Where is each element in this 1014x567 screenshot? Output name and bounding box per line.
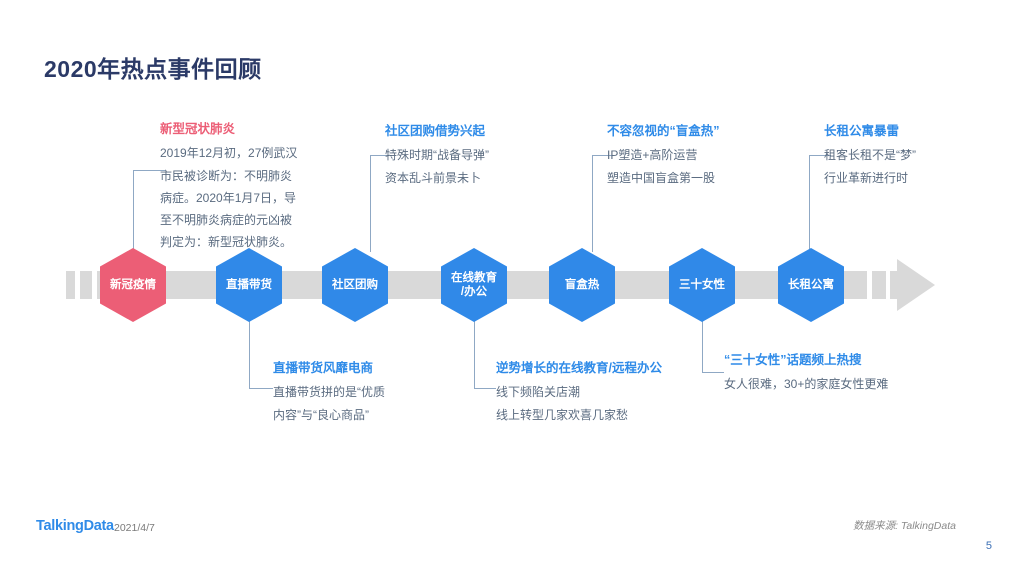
callout-line: 租客长租不是“梦” [824, 148, 916, 163]
timeline-node-label: 新冠疫情 [110, 278, 156, 291]
timeline-node-blind-box[interactable]: 盲盒热 [549, 248, 615, 322]
timeline-node-covid[interactable]: 新冠疫情 [100, 248, 166, 322]
timeline-node-label: 三十女性 [679, 278, 725, 291]
connector-bottom-2 [474, 320, 496, 390]
track-dash-1 [66, 271, 75, 299]
callout-line: IP塑造+高阶运营 [607, 148, 698, 163]
callout-line: 直播带货拼的是“优质 [273, 385, 385, 400]
callout-line: 线下频陷关店潮 [496, 385, 581, 400]
callout-bottom-thirty-women: “三十女性”话题频上热搜 女人很难，30+的家庭女性更难 [724, 351, 888, 396]
track-dash-7 [890, 271, 898, 299]
connector-top-4 [809, 155, 831, 252]
connector-top-3 [592, 155, 614, 252]
callout-title: 新型冠状肺炎 [160, 122, 236, 136]
page-title: 2020年热点事件回顾 [44, 56, 262, 82]
callout-bottom-livestream: 直播带货风靡电商 直播带货拼的是“优质 内容”与“良心商品” [273, 359, 385, 426]
talkingdata-logo: TalkingData [36, 518, 114, 534]
callout-top-community-group-buy: 社区团购借势兴起 特殊时期“战备导弹” 资本乱斗前景未卜 [385, 122, 489, 189]
callout-title: “三十女性”话题频上热搜 [724, 353, 862, 367]
timeline-node-community-group-buy[interactable]: 社区团购 [322, 248, 388, 322]
timeline-node-label-line1: 在线教育 [451, 271, 497, 284]
timeline-node-livestream[interactable]: 直播带货 [216, 248, 282, 322]
timeline-node-online-education[interactable]: 在线教育 /办公 [441, 248, 507, 322]
source-note: 数据来源: TalkingData [853, 520, 956, 532]
track-dash-6 [872, 271, 886, 299]
callout-title: 逆势增长的在线教育/远程办公 [496, 361, 662, 375]
callout-title: 长租公寓暴雷 [824, 124, 900, 138]
callout-title: 社区团购借势兴起 [385, 124, 486, 138]
callout-line: 2019年12月初，27例武汉 [160, 146, 298, 161]
callout-top-blind-box: 不容忽视的“盲盒热” IP塑造+高阶运营 塑造中国盲盒第一股 [607, 122, 720, 189]
callout-top-covid: 新型冠状肺炎 2019年12月初，27例武汉 市民被诊断为：不明肺炎 病症。20… [160, 120, 297, 253]
callout-top-long-rent-apartment: 长租公寓暴雷 租客长租不是“梦” 行业革新进行时 [824, 122, 916, 189]
timeline-node-label: 长租公寓 [788, 278, 834, 291]
footer-date: 2021/4/7 [114, 522, 155, 534]
callout-line: 女人很难，30+的家庭女性更难 [724, 377, 889, 392]
callout-line: 至不明肺炎病症的元凶被 [160, 212, 293, 227]
connector-top-2 [370, 155, 392, 252]
timeline-node-label-line2: /办公 [460, 286, 488, 298]
callout-line: 判定为：新型冠状肺炎。 [160, 235, 293, 250]
callout-line: 内容”与“良心商品” [273, 407, 369, 422]
callout-title: 不容忽视的“盲盒热” [607, 124, 720, 138]
timeline-node-label: 直播带货 [226, 278, 272, 291]
connector-bottom-3 [702, 320, 724, 374]
timeline-node-label: 社区团购 [332, 278, 378, 291]
connector-bottom-1 [249, 320, 273, 390]
callout-line: 塑造中国盲盒第一股 [607, 170, 716, 185]
track-dash-2 [80, 271, 92, 299]
callout-line: 行业革新进行时 [824, 170, 909, 185]
page-number: 5 [985, 540, 992, 552]
timeline-arrow-icon [897, 259, 935, 311]
callout-line: 病症。2020年1月7日，导 [160, 190, 297, 205]
timeline-node-thirty-women[interactable]: 三十女性 [669, 248, 735, 322]
callout-line: 资本乱斗前景未卜 [385, 170, 482, 185]
track-dash-5 [845, 271, 867, 299]
callout-bottom-online-education: 逆势增长的在线教育/远程办公 线下频陷关店潮 线上转型几家欢喜几家愁 [496, 359, 662, 426]
callout-title: 直播带货风靡电商 [273, 361, 374, 375]
connector-top-1 [133, 170, 165, 252]
timeline-node-label: 盲盒热 [564, 278, 600, 291]
callout-line: 特殊时期“战备导弹” [385, 148, 489, 163]
timeline-node-long-rent-apartment[interactable]: 长租公寓 [778, 248, 844, 322]
callout-line: 线上转型几家欢喜几家愁 [496, 407, 629, 422]
timeline-node-label: 在线教育 /办公 [441, 271, 507, 300]
callout-line: 市民被诊断为：不明肺炎 [160, 168, 293, 183]
